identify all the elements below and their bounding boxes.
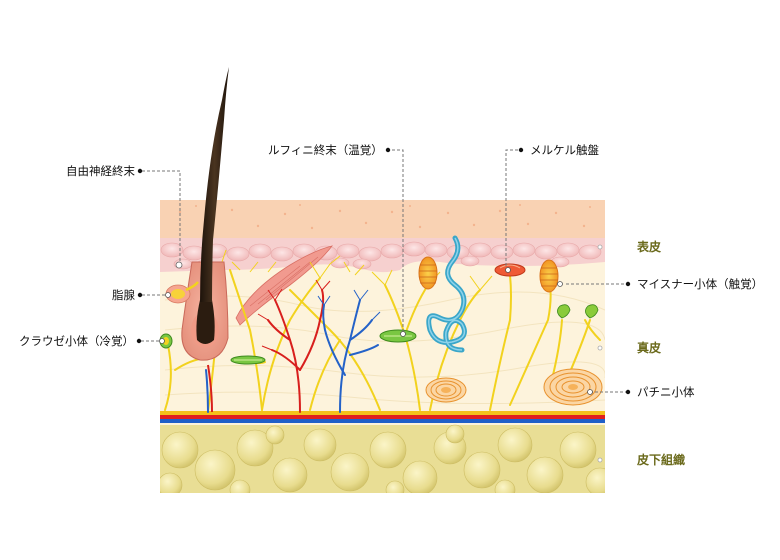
epidermis-cells — [160, 238, 605, 273]
label-free-nerve-endings: 自由神経終末 — [66, 164, 135, 178]
free-nerve-bud — [557, 304, 599, 319]
vein-network — [205, 299, 379, 413]
label-meissner-corpuscle: マイスナー小体（触覚） — [637, 277, 764, 291]
meissner-corpuscle — [418, 256, 559, 293]
label-merkel-disc: メルケル触盤 — [530, 143, 599, 157]
label-epidermis: 表皮 — [637, 240, 662, 254]
label-pacinian-corpuscle: パチニ小体 — [637, 385, 695, 399]
pacinian-corpuscle — [425, 368, 603, 406]
ruffini-ending — [379, 329, 417, 343]
artery-network — [267, 289, 325, 413]
label-sebaceous-gland: 脂腺 — [112, 288, 135, 302]
krause-end-bulb — [159, 333, 173, 349]
dermal-corpuscle-green — [230, 355, 266, 365]
label-subcutaneous: 皮下組織 — [637, 453, 686, 467]
label-krause-end-bulb: クラウゼ小体（冷覚） — [19, 334, 134, 348]
stratum-corneum — [160, 200, 605, 238]
leader-lines — [141, 149, 626, 393]
hair-shaft — [200, 67, 229, 302]
label-ruffini-ending: ルフィニ終末（温覚） — [268, 143, 383, 157]
label-dermis: 真皮 — [637, 341, 662, 355]
